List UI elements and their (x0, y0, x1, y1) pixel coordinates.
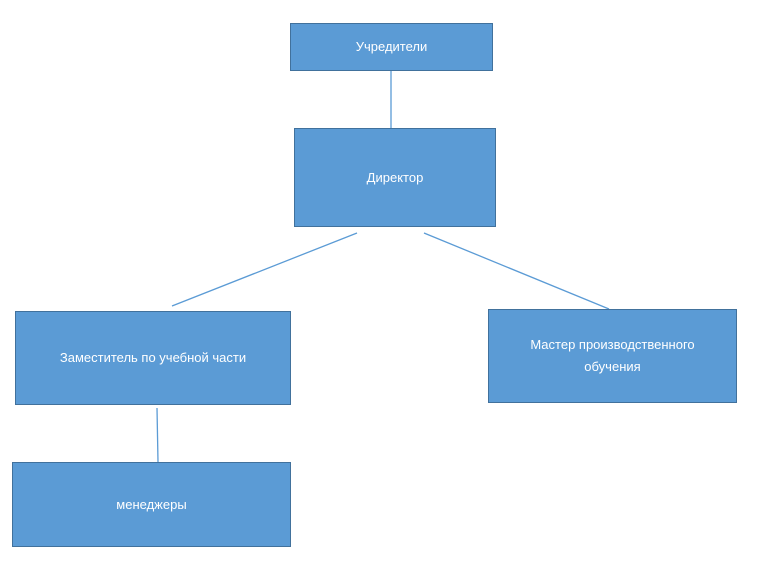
connector-director-master (423, 232, 610, 310)
node-managers-label: менеджеры (116, 496, 187, 512)
node-director[interactable]: Директор (294, 128, 496, 227)
node-deputy-academic[interactable]: Заместитель по учебной части (15, 311, 291, 405)
node-managers[interactable]: менеджеры (12, 462, 291, 547)
node-deputy-academic-label: Заместитель по учебной части (59, 350, 247, 365)
connector-deputy-managers (156, 407, 159, 463)
node-production-training-master-label: Мастер производственного обучения (530, 337, 695, 374)
connector-director-deputy (171, 232, 358, 307)
node-founders[interactable]: Учредители (290, 23, 493, 71)
node-director-label: Директор (366, 169, 424, 185)
node-production-training-master[interactable]: Мастер производственного обучения (488, 309, 737, 403)
node-founders-label: Учредители (355, 39, 428, 54)
